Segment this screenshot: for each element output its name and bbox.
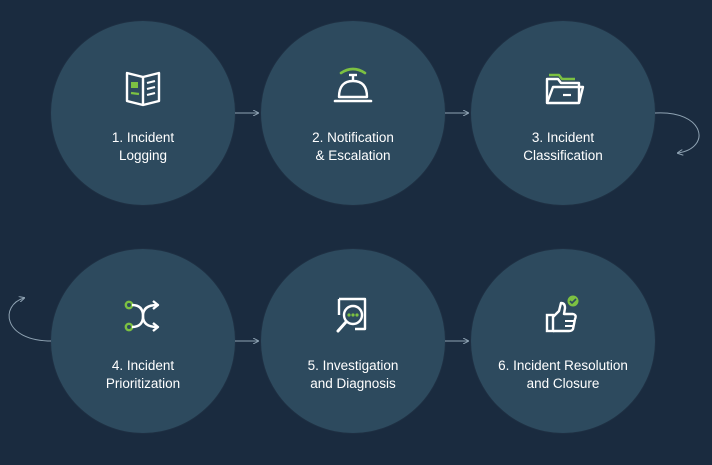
- step-2-label: 2. Notification & Escalation: [312, 130, 394, 163]
- folder-icon: [545, 73, 585, 105]
- open-book-icon: [125, 71, 161, 107]
- step-3-label: 3. Incident Classification: [523, 130, 603, 163]
- shuffle-arrows-icon: [124, 300, 160, 332]
- step-1-label: 1. Incident Logging: [111, 130, 175, 163]
- arrow-3-to-down: [654, 112, 700, 153]
- arrow-up-to-4: [8, 298, 53, 342]
- step-4-label: 4. Incident Prioritization: [105, 358, 181, 391]
- step-2-circle: 2. Notification & Escalation: [261, 21, 445, 205]
- thumbs-up-icon: [545, 295, 579, 333]
- step-6-circle: 6. Incident Resolution and Closure: [471, 249, 655, 433]
- step-4-circle: 4. Incident Prioritization: [51, 249, 235, 433]
- step-5-circle: 5. Investigation and Diagnosis: [261, 249, 445, 433]
- service-bell-icon: [333, 67, 373, 103]
- search-document-icon: [336, 297, 367, 333]
- step-1-circle: 1. Incident Logging: [51, 21, 235, 205]
- step-6-label: 6. Incident Resolution and Closure: [498, 358, 628, 391]
- step-5-label: 5. Investigation and Diagnosis: [307, 358, 399, 391]
- step-3-circle: 3. Incident Classification: [471, 21, 655, 205]
